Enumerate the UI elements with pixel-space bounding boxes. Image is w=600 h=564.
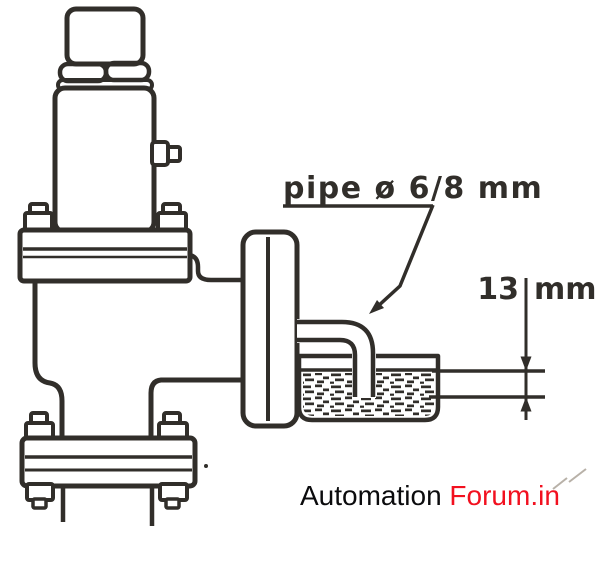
leader-line — [374, 204, 435, 310]
pipe-diameter-label: pipe ø 6/8 mm — [283, 171, 543, 206]
body-outlet-neck-bottom — [148, 377, 245, 441]
spring-bonnet — [52, 85, 157, 235]
drain-pipe-inner-wall — [297, 337, 358, 397]
scan-artifacts — [204, 464, 587, 490]
pencil-mark-2 — [568, 468, 587, 483]
arrowhead-down-icon — [520, 356, 532, 371]
dimension-13mm — [429, 278, 545, 420]
valve-linework — [17, 6, 587, 526]
gland-nut-right-lobe — [103, 60, 152, 83]
inlet-flange-plate — [19, 435, 198, 489]
valve-body — [32, 252, 245, 441]
lug-tip — [166, 145, 182, 163]
dimension-value-label: 13 — [477, 272, 519, 307]
lug-base — [150, 140, 170, 167]
watermark: Automation Forum.in — [300, 480, 560, 511]
body-left-outline — [32, 281, 65, 441]
leader-arrowhead-icon — [369, 300, 384, 314]
drain-pipe — [297, 319, 376, 398]
body-outlet-neck-top — [189, 252, 245, 283]
outlet-flange — [240, 229, 300, 429]
test-lever-lug — [150, 140, 182, 167]
watermark-red-part: Forum.in — [449, 480, 559, 511]
dimension-unit-label: mm — [534, 272, 597, 307]
ink-speck — [204, 464, 208, 468]
inlet-flange — [19, 411, 198, 510]
valve-cap — [64, 6, 146, 67]
inlet-stud-tip-right — [164, 497, 181, 510]
inlet-stud-tip-left — [31, 497, 48, 510]
inlet-pipe — [60, 488, 155, 526]
bonnet-flange — [17, 202, 193, 284]
bonnet-flange-plate — [17, 227, 193, 284]
pencil-mark-1 — [552, 477, 568, 490]
arrowhead-up-icon — [520, 397, 532, 412]
pipe-label-leader — [283, 204, 435, 314]
drain-pipe-outer-wall — [297, 319, 376, 397]
watermark-black-part: Automation — [300, 480, 442, 511]
